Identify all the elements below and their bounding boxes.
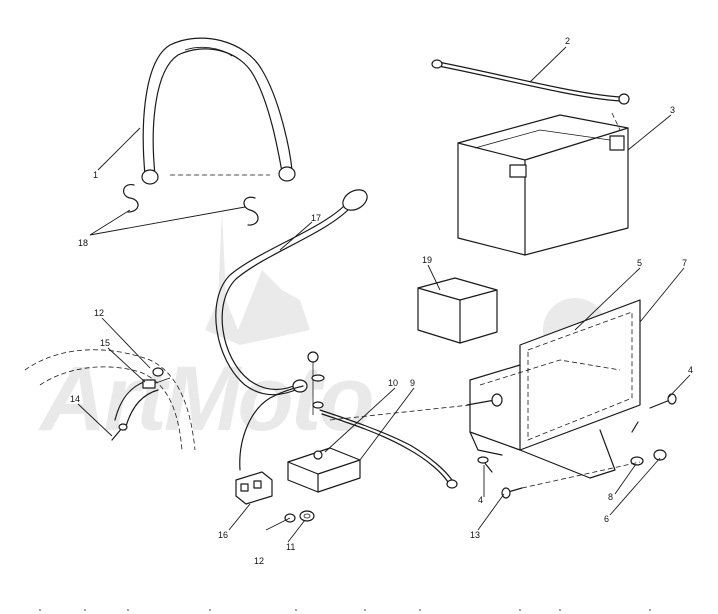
callout-3: 3 xyxy=(670,105,675,115)
battery-cable xyxy=(431,59,630,105)
callout-11: 11 xyxy=(286,542,295,552)
callout-4-right: 4 xyxy=(688,365,693,375)
callout-18: 18 xyxy=(78,238,88,248)
callout-10: 10 xyxy=(388,378,398,388)
fastener-stack xyxy=(307,351,325,415)
callout-12-top: 12 xyxy=(94,308,104,318)
callout-7: 7 xyxy=(682,258,687,268)
s-hooks xyxy=(123,184,259,226)
watermark-text: ArtMoto xyxy=(38,348,372,450)
callout-4-lower: 4 xyxy=(478,495,483,505)
callout-19: 19 xyxy=(422,255,432,265)
callout-9: 9 xyxy=(410,378,415,388)
callout-17: 17 xyxy=(311,213,321,223)
screw-14 xyxy=(111,423,128,441)
foam-pad xyxy=(417,277,498,344)
callout-15: 15 xyxy=(100,338,110,348)
callout-labels: 1 2 3 18 17 19 5 7 12 15 14 4 10 9 4 8 6… xyxy=(70,36,693,566)
callout-12-bottom: 12 xyxy=(254,556,264,566)
callout-6: 6 xyxy=(604,514,609,524)
battery xyxy=(457,114,629,256)
callout-16: 16 xyxy=(218,530,228,540)
cable-10 xyxy=(319,409,458,489)
battery-strap xyxy=(141,37,296,185)
callout-14: 14 xyxy=(70,394,80,404)
watermark: ArtMoto xyxy=(38,210,607,450)
solenoid xyxy=(287,447,361,493)
nut-washer-bottom xyxy=(284,510,315,523)
fuse-holder xyxy=(235,385,304,505)
callout-5: 5 xyxy=(637,258,642,268)
alignment-lines xyxy=(170,112,641,489)
callout-1: 1 xyxy=(93,170,98,180)
leader-lines xyxy=(77,46,691,543)
callout-13: 13 xyxy=(470,530,480,540)
callout-8: 8 xyxy=(608,492,613,502)
scan-marks xyxy=(39,609,651,611)
cable-17 xyxy=(215,189,368,396)
battery-box xyxy=(469,299,641,479)
callout-2: 2 xyxy=(565,36,570,46)
